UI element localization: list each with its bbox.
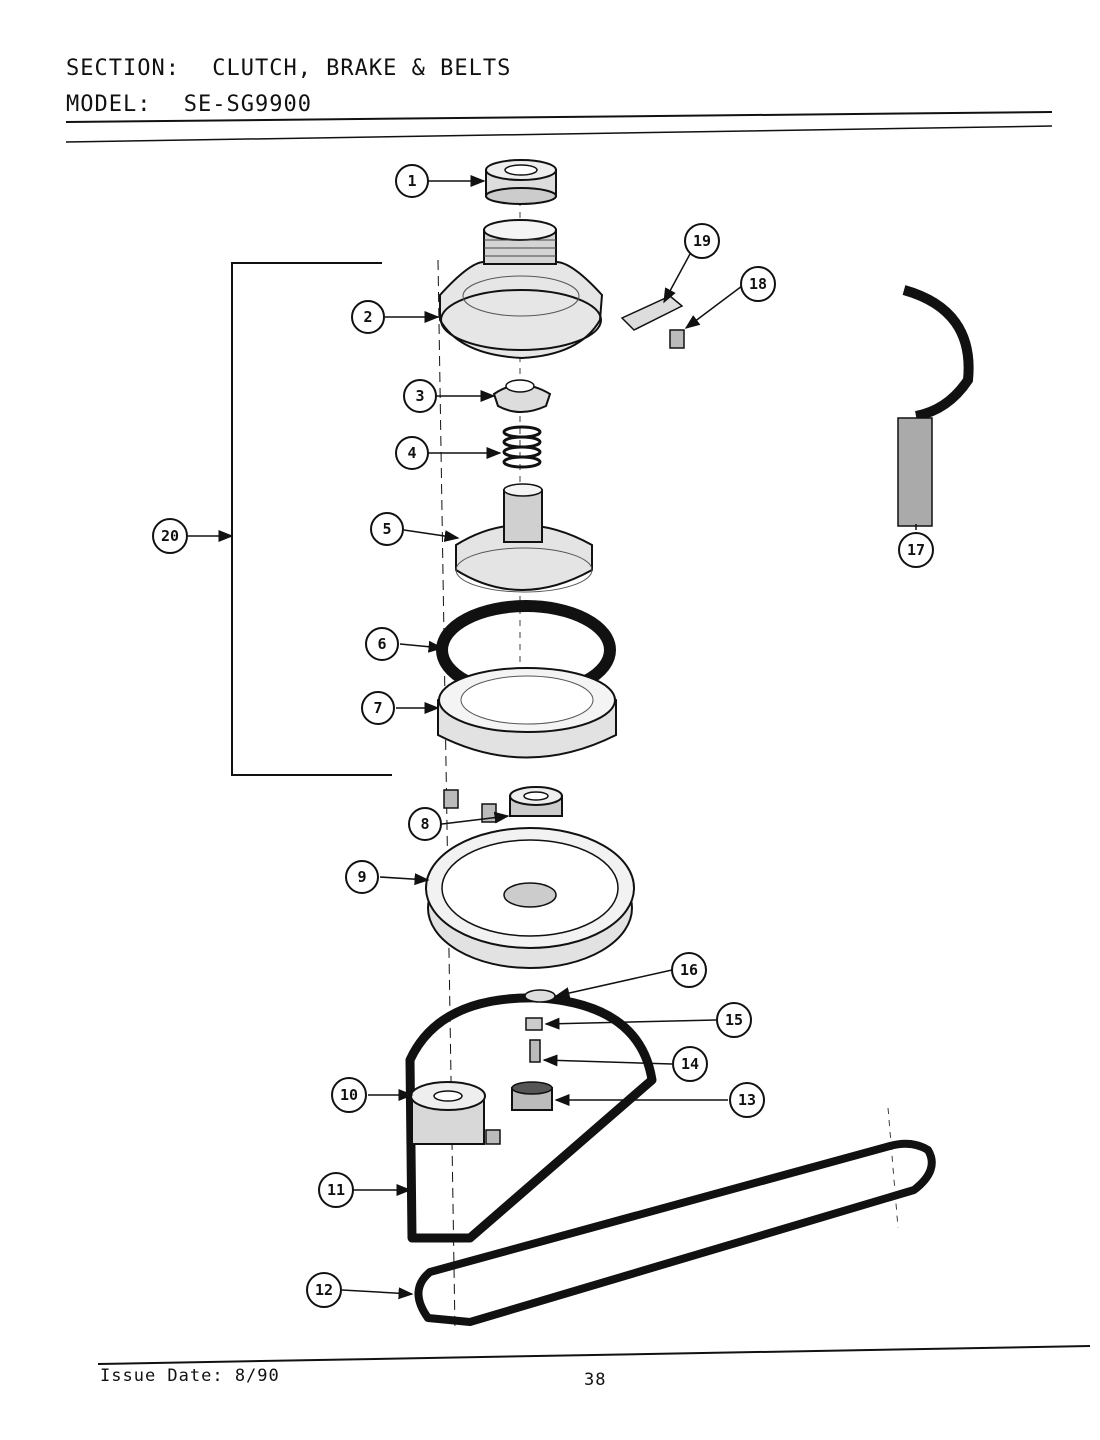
- page-number: 38: [584, 1370, 607, 1390]
- motor-pulley: [410, 1081, 486, 1145]
- callout-16: 16: [671, 952, 707, 988]
- svg-text:13: 13: [738, 1091, 756, 1109]
- footer-rule: [97, 1345, 1091, 1365]
- section-header: SECTION: CLUTCH, BRAKE & BELTS: [66, 56, 511, 81]
- svg-text:5: 5: [382, 520, 391, 538]
- svg-text:9: 9: [357, 868, 366, 886]
- collar-part: [509, 786, 563, 817]
- callout-17: 17: [898, 532, 934, 568]
- svg-text:14: 14: [681, 1055, 699, 1073]
- callout-9: 9: [345, 860, 379, 894]
- model-header: MODEL: SE-SG9900: [66, 92, 312, 117]
- pulley-part: [425, 827, 635, 969]
- washer-part: [524, 989, 556, 1003]
- svg-text:1: 1: [407, 172, 416, 190]
- callout-14: 14: [672, 1046, 708, 1082]
- svg-text:18: 18: [749, 275, 767, 293]
- brake-housing: [437, 667, 617, 759]
- clip-part: [620, 295, 684, 331]
- callout-18: 18: [740, 266, 776, 302]
- callout-2: 2: [351, 300, 385, 334]
- idler-bushing: [511, 1081, 553, 1111]
- svg-text:8: 8: [420, 815, 429, 833]
- callout-8: 8: [408, 807, 442, 841]
- svg-text:2: 2: [363, 308, 372, 326]
- screw-part: [529, 1039, 541, 1063]
- svg-text:10: 10: [340, 1086, 358, 1104]
- callout-4: 4: [395, 436, 429, 470]
- svg-text:15: 15: [725, 1011, 743, 1029]
- nut-part: [525, 1017, 543, 1031]
- svg-text:19: 19: [693, 232, 711, 250]
- pump-belt: [414, 1139, 936, 1326]
- svg-text:3: 3: [415, 387, 424, 405]
- svg-text:20: 20: [161, 527, 179, 545]
- section-label: SECTION:: [66, 56, 180, 81]
- svg-text:7: 7: [373, 699, 382, 717]
- model-label: MODEL:: [66, 92, 152, 117]
- svg-text:17: 17: [907, 541, 925, 559]
- section-title: CLUTCH, BRAKE & BELTS: [212, 56, 512, 81]
- callout-15: 15: [716, 1002, 752, 1038]
- svg-text:12: 12: [315, 1281, 333, 1299]
- svg-text:4: 4: [407, 444, 416, 462]
- issue-date: Issue Date: 8/90: [100, 1366, 280, 1386]
- callout-5: 5: [370, 512, 404, 546]
- svg-text:16: 16: [680, 961, 698, 979]
- callout-leaders: [341, 175, 917, 1300]
- callout-7: 7: [361, 691, 395, 725]
- callout-1: 1: [395, 164, 429, 198]
- svg-text:11: 11: [327, 1181, 345, 1199]
- callout-3: 3: [403, 379, 437, 413]
- callout-12: 12: [306, 1272, 342, 1308]
- callout-11: 11: [318, 1172, 354, 1208]
- bearing-part: [485, 159, 557, 205]
- callout-19: 19: [684, 223, 720, 259]
- model-number: SE-SG9900: [183, 92, 312, 117]
- header-rule: [65, 111, 1053, 143]
- callout-6: 6: [365, 627, 399, 661]
- brake-band: [897, 285, 974, 527]
- assembly-bracket: [231, 262, 392, 776]
- spring-part: [502, 425, 542, 469]
- callout-10: 10: [331, 1077, 367, 1113]
- screw-part-18: [669, 329, 685, 349]
- callout-13: 13: [729, 1082, 765, 1118]
- clutch-drum: [455, 483, 593, 593]
- svg-text:6: 6: [377, 635, 386, 653]
- clutch-housing: [439, 219, 604, 360]
- callout-20: 20: [152, 518, 188, 554]
- bushing-part: [492, 379, 552, 413]
